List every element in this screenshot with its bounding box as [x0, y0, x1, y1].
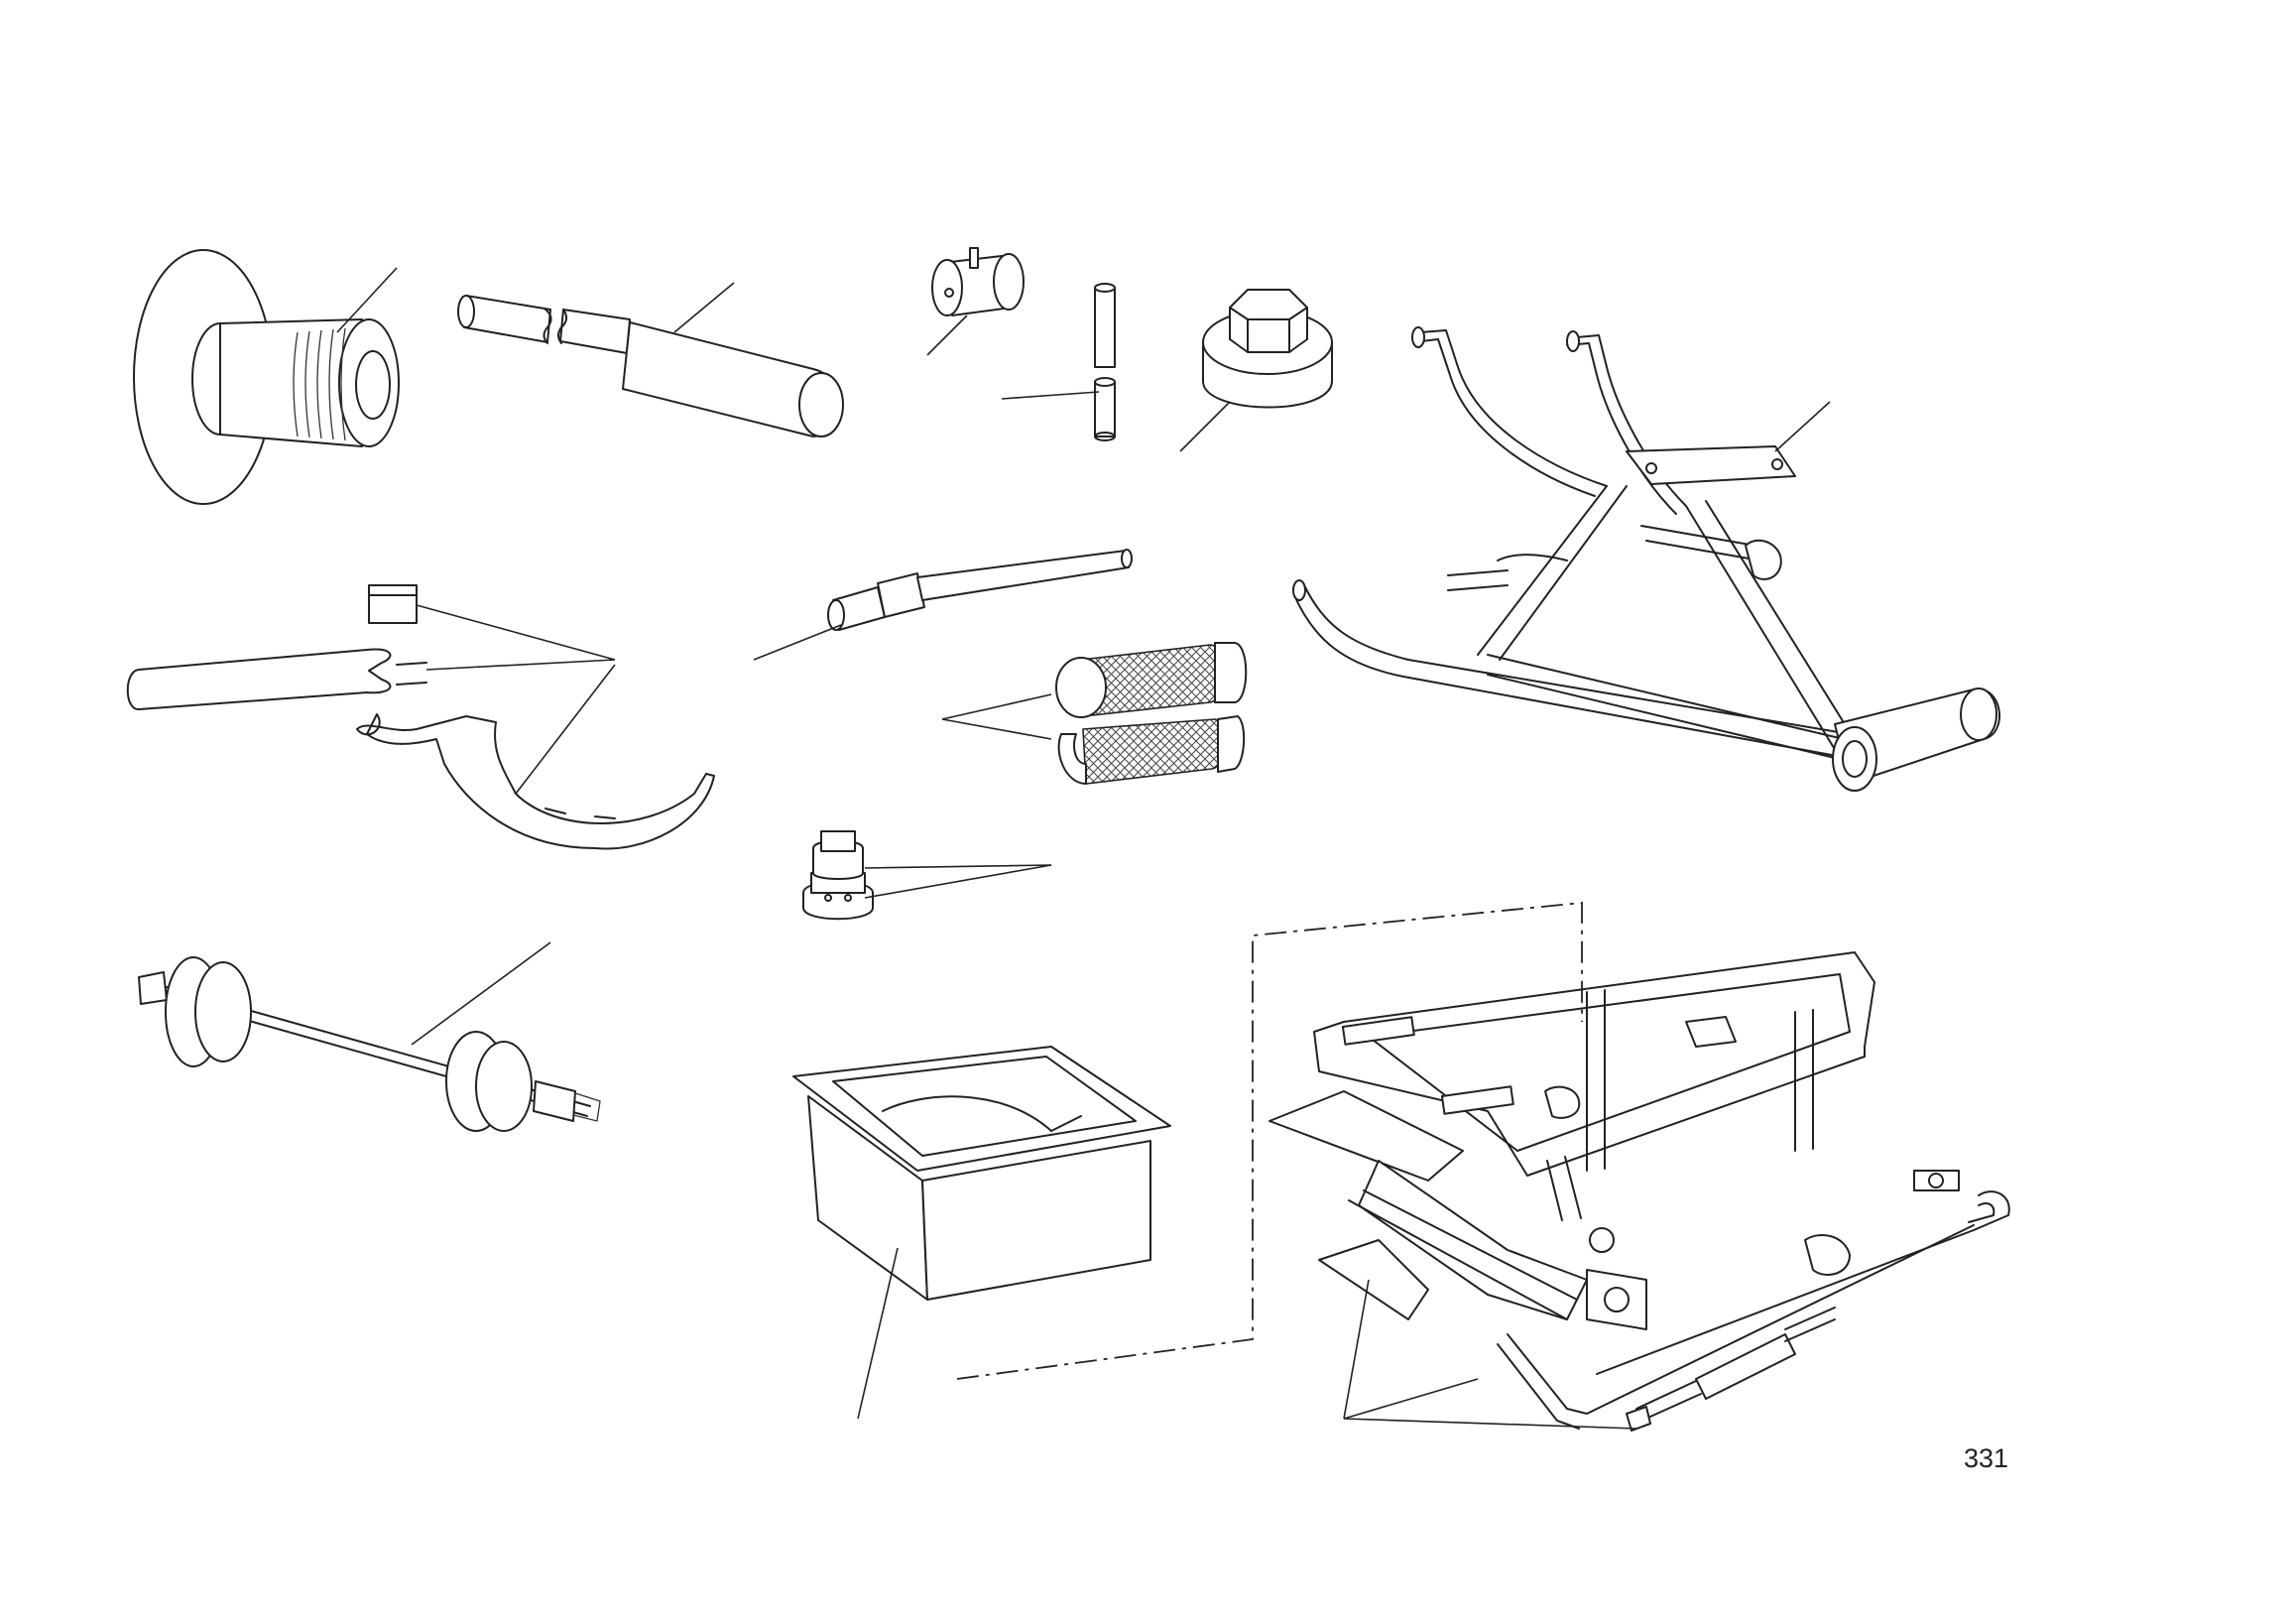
drain-tray-tool [793, 1047, 1170, 1300]
paddock-stand-tool [1293, 327, 1999, 791]
leader-line [1344, 1379, 1636, 1429]
leader-line [942, 694, 1051, 739]
leader-line [858, 1248, 898, 1419]
jack-handle-tool [1498, 1191, 2009, 1431]
leader-line [417, 605, 615, 794]
c-spanner-tool [128, 585, 714, 849]
dowel-pin-tool [1095, 284, 1115, 440]
lifting-jack-tool [1269, 952, 1959, 1329]
drift-pin-tool [458, 296, 843, 437]
leader-line [337, 268, 397, 332]
page-number: 331 [1964, 1443, 2009, 1473]
leader-line [1344, 1280, 1369, 1419]
leader-line [927, 315, 967, 355]
threaded-adapter-tool [828, 550, 1132, 630]
hex-socket-tool [1203, 290, 1332, 408]
flanged-bushing-tool [134, 250, 399, 504]
pin-sleeve-tool [932, 248, 1024, 315]
leader-line [674, 283, 734, 332]
assembly-outline [957, 903, 1582, 1379]
leader-line [412, 942, 550, 1045]
leader-line [1180, 402, 1230, 451]
stepped-fixture-tool [803, 831, 873, 919]
split-bushing-tool [1056, 643, 1246, 784]
leader-line [1002, 392, 1099, 399]
leader-line [754, 625, 841, 660]
puller-rod-tool [139, 957, 600, 1131]
leader-line [865, 865, 1051, 898]
leader-line [1775, 402, 1830, 451]
